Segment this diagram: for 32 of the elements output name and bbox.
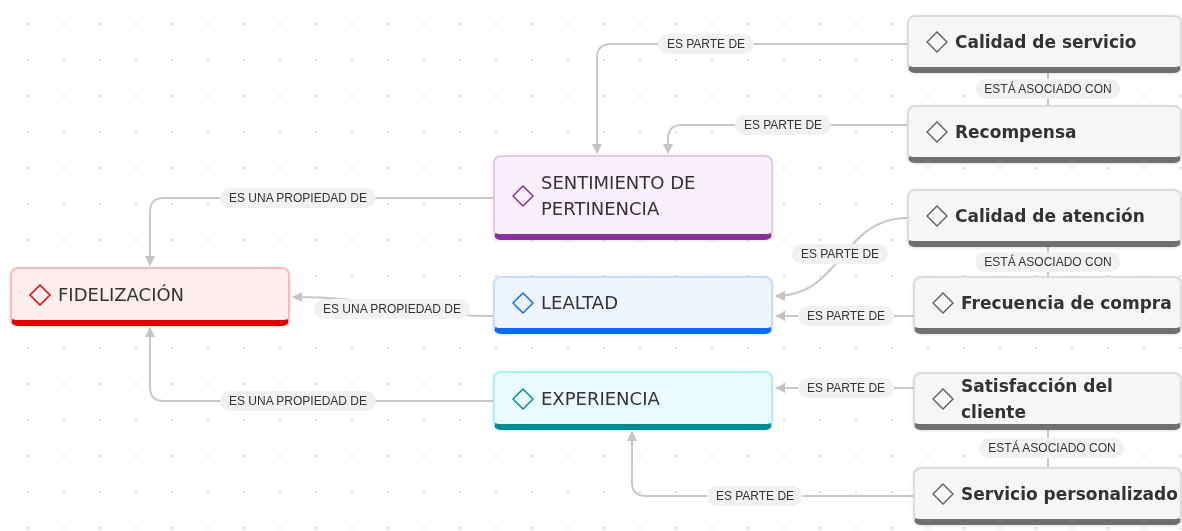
subconcept-box (913, 372, 1182, 430)
edge-label: ESTÁ ASOCIADO CON (975, 252, 1121, 272)
subconcept-box (907, 15, 1182, 73)
node-title: Calidad de servicio (955, 31, 1137, 54)
edge-label: ES UNA PROPIEDAD DE (314, 299, 470, 319)
subconcept-box (907, 105, 1182, 163)
node-title: EXPERIENCIA (541, 386, 660, 411)
subconcept-box (913, 467, 1182, 525)
concept-box (10, 267, 290, 326)
edge-label: ES PARTE DE (791, 244, 889, 264)
edge-label: ES UNA PROPIEDAD DE (220, 188, 376, 208)
edge-label: ES PARTE DE (797, 378, 895, 398)
edge-label: ESTÁ ASOCIADO CON (979, 438, 1125, 458)
node-title: LEALTAD (541, 291, 619, 315)
node-title: Calidad de atención (955, 205, 1145, 228)
edge-label: ES PARTE DE (657, 34, 755, 54)
edge-label: ES PARTE DE (734, 115, 832, 135)
edge-label: ES UNA PROPIEDAD DE (220, 391, 376, 411)
node-title: Satisfacción del cliente (961, 375, 1114, 424)
subconcept-box (913, 276, 1182, 334)
edge-label: ESTÁ ASOCIADO CON (975, 79, 1121, 99)
node-title: Servicio personalizado (961, 483, 1178, 506)
node-title: Recompensa (955, 121, 1077, 144)
edge-label: ES PARTE DE (706, 486, 804, 506)
concept-box (493, 371, 773, 430)
edge-label: ES PARTE DE (797, 306, 895, 326)
node-title: SENTIMIENTO DE PERTINENCIA (541, 170, 697, 221)
subconcept-box (907, 189, 1182, 247)
node-title: FIDELIZACIÓN (58, 282, 185, 307)
concept-box (493, 155, 773, 240)
concept-box (493, 276, 773, 334)
node-title: Frecuencia de compra (961, 292, 1172, 315)
